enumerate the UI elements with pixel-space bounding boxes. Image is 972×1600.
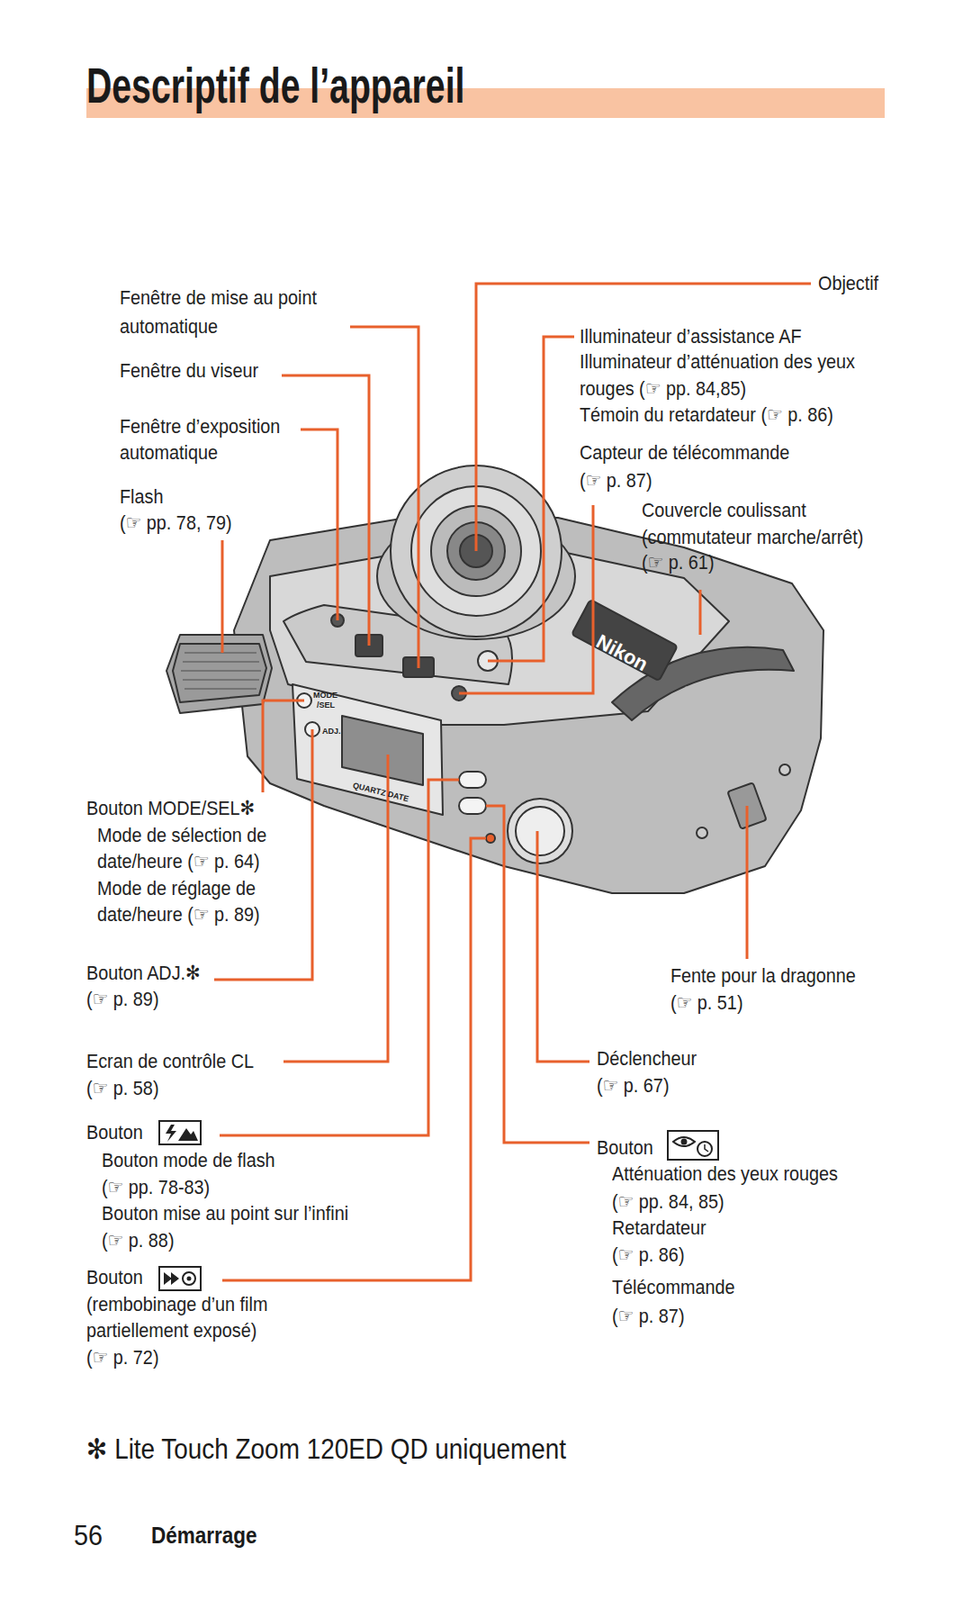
part-label: Retardateur: [612, 1215, 707, 1240]
part-label: Bouton ADJ.✻: [86, 961, 201, 985]
part-label: (commutateur marche/arrêt): [641, 525, 864, 549]
part-label: Fenêtre d’exposition: [119, 414, 280, 439]
part-label: Illuminateur d’assistance AF: [579, 324, 802, 349]
part-label: (☞ pp. 78, 79): [119, 511, 233, 535]
leader-lines: [214, 283, 811, 1280]
part-label: (rembobinage d’un film: [86, 1292, 268, 1316]
part-label: Ecran de contrôle CL: [86, 1049, 254, 1073]
camera-marking: QUARTZ DATE: [351, 780, 411, 804]
camera-marking: /SEL: [316, 700, 335, 711]
part-label: (☞ p. 72): [86, 1345, 159, 1369]
part-label: date/heure (☞ p. 64): [97, 849, 261, 873]
section-name: Démarrage: [151, 1521, 258, 1548]
part-label: Témoin du retardateur (☞ p. 86): [579, 403, 834, 427]
camera-logo: Nikon: [592, 630, 652, 677]
camera-marking: ADJ.: [322, 726, 342, 737]
flash-button-icon: [159, 1120, 201, 1144]
part-label: Bouton: [86, 1120, 144, 1144]
part-label: Fenêtre du viseur: [119, 359, 259, 383]
part-label: Illuminateur d’atténuation des yeux: [579, 350, 855, 374]
part-label: Déclencheur: [596, 1046, 697, 1071]
part-label: Bouton mode de flash: [101, 1148, 276, 1172]
part-label: rouges (☞ pp. 84,85): [579, 377, 747, 401]
part-label: (☞ p. 67): [596, 1073, 669, 1098]
part-label: (☞ p. 61): [641, 550, 714, 575]
part-label: (☞ p. 86): [612, 1242, 684, 1267]
part-label: (☞ p. 87): [579, 468, 652, 493]
page-number: 56: [73, 1517, 103, 1552]
part-label: (☞ pp. 78-83): [101, 1175, 210, 1199]
part-label: Télécommande: [612, 1275, 735, 1299]
part-label: Bouton: [596, 1135, 654, 1160]
part-label: automatique: [119, 315, 218, 339]
part-label: Mode de réglage de: [97, 876, 256, 900]
part-label: Fenêtre de mise au point: [119, 286, 317, 310]
part-label: Capteur de télécommande: [579, 441, 790, 465]
part-label: (☞ pp. 84, 85): [612, 1189, 725, 1214]
part-label: automatique: [119, 441, 218, 465]
part-label: Couvercle coulissant: [641, 498, 807, 522]
part-label: partiellement exposé): [86, 1318, 257, 1342]
part-label: (☞ p. 58): [86, 1076, 159, 1100]
part-label: (☞ p. 88): [101, 1228, 174, 1252]
part-label: Flash: [119, 485, 163, 509]
camera-marking: MODE: [313, 690, 338, 701]
part-label: (☞ p. 89): [86, 987, 159, 1011]
part-label: Fente pour la dragonne: [670, 963, 856, 988]
part-label: (☞ p. 51): [670, 990, 743, 1015]
part-label: Bouton mise au point sur l’infini: [101, 1201, 349, 1225]
rewind-button-icon: [159, 1266, 201, 1290]
part-label: Objectif: [818, 271, 879, 296]
part-label: Bouton MODE/SEL✻: [86, 796, 255, 820]
footnote: ✻ Lite Touch Zoom 120ED QD uniquement: [86, 1431, 567, 1466]
redeye-timer-button-icon: [667, 1130, 719, 1160]
page-title: Descriptif de l’appareil: [86, 55, 465, 116]
part-label: Atténuation des yeux rouges: [612, 1161, 838, 1186]
part-label: Mode de sélection de: [97, 823, 267, 847]
part-label: date/heure (☞ p. 89): [97, 902, 261, 927]
part-label: Bouton: [86, 1265, 144, 1289]
part-label: (☞ p. 87): [612, 1304, 684, 1328]
